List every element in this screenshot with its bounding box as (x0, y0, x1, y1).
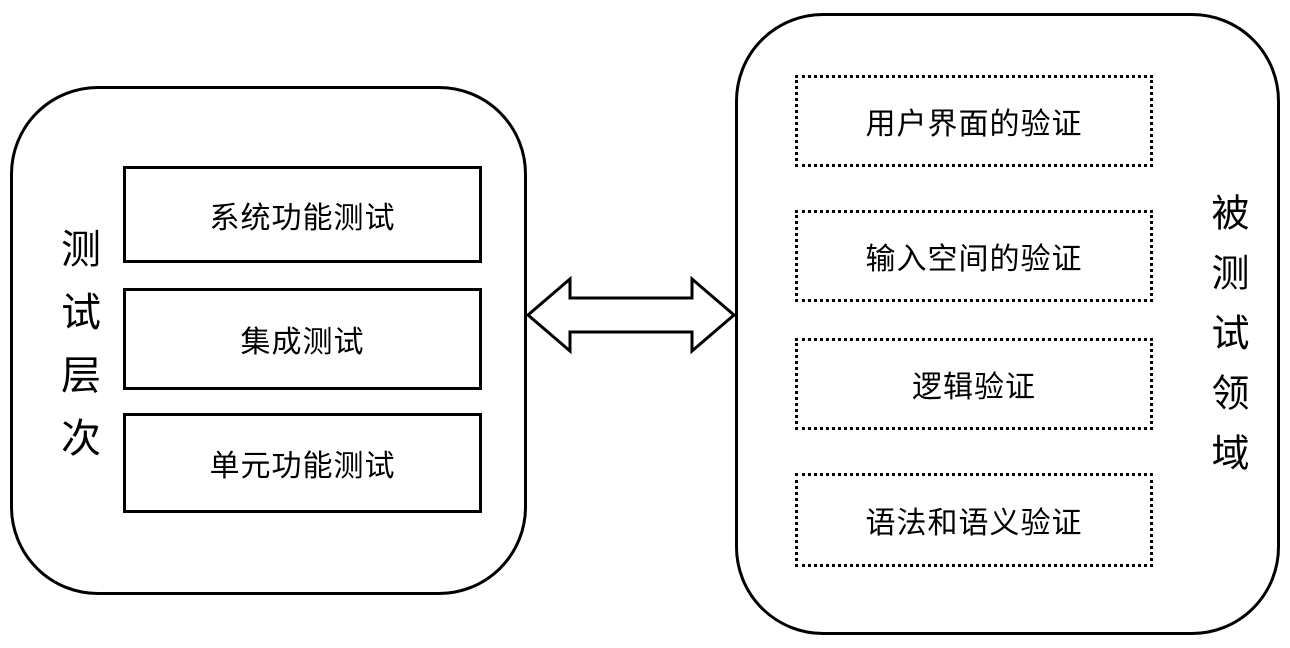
tested-domain-box-label: 语法和语义验证 (865, 507, 1083, 540)
test-level-box-label: 单元功能测试 (209, 450, 396, 483)
tested-domain-box-label: 输入空间的验证 (865, 243, 1083, 276)
tested-domain-box-ui: 用户界面的验证 (795, 75, 1153, 167)
test-level-box-unit: 单元功能测试 (123, 413, 482, 513)
test-level-box-label: 集成测试 (240, 326, 365, 359)
test-level-box-system: 系统功能测试 (123, 166, 482, 263)
tested-domain-box-label: 逻辑验证 (912, 371, 1036, 404)
test-levels-label: 测试层次 (55, 228, 100, 480)
tested-domain-box-logic: 逻辑验证 (795, 338, 1153, 430)
test-level-box-label: 系统功能测试 (209, 201, 396, 235)
tested-domain-box-syntax-semantics: 语法和语义验证 (795, 473, 1153, 567)
double-arrow-icon (526, 275, 736, 355)
tested-domain-box-input-space: 输入空间的验证 (795, 210, 1153, 302)
tested-domains-label: 被测试领域 (1205, 193, 1247, 493)
tested-domain-box-label: 用户界面的验证 (865, 108, 1083, 141)
test-level-box-integration: 集成测试 (123, 288, 482, 390)
